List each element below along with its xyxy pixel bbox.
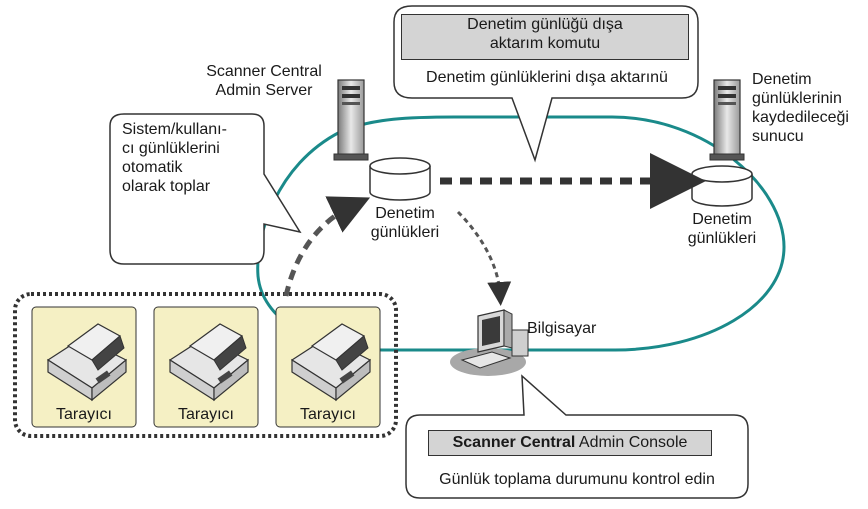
- remote-logs-database-icon: [691, 165, 753, 207]
- server-logs-database-icon: [369, 157, 431, 201]
- export-callout-text: Denetim günlüklerini dışa aktarınü: [426, 69, 668, 86]
- admin-server-icon: [333, 79, 369, 161]
- server-logs-label-line2: günlükleri: [370, 224, 440, 241]
- remote-logs-label-line1: Denetim: [692, 211, 752, 228]
- collect-line-2: cı günlüklerini: [122, 140, 220, 157]
- export-command-box: Denetim günlüğü dışa aktarım komutu: [401, 14, 689, 60]
- admin-server-label-line2: Admin Server: [215, 82, 313, 99]
- console-callout-text: Günlük toplama durumunu kontrol edin: [439, 471, 715, 488]
- admin-console-suffix: Admin Console: [575, 434, 688, 451]
- scanner-device-icon: [168, 323, 250, 402]
- log-server-label-line4: sunucu: [752, 128, 804, 145]
- monitor-arrow: [456, 210, 512, 306]
- scanner-label-2: Tarayıcı: [177, 406, 234, 423]
- export-command-line2: aktarım komutu: [489, 35, 601, 52]
- log-server-label: Denetim günlüklerinin kaydedileceği sunu…: [752, 70, 849, 146]
- admin-console-box: Scanner Central Admin Console: [428, 430, 712, 456]
- remote-logs-label: Denetim günlükleri: [676, 210, 768, 248]
- scanner-group-border: [13, 292, 398, 438]
- log-server-label-line1: Denetim: [752, 71, 812, 88]
- collect-line-1: Sistem/kullanı-: [122, 121, 227, 138]
- remote-logs-label-line2: günlükleri: [687, 230, 757, 247]
- server-logs-label-line1: Denetim: [375, 205, 435, 222]
- log-server-label-line3: kaydedileceği: [752, 109, 849, 126]
- computer-icon: [450, 309, 529, 376]
- scanner-label-1: Tarayıcı: [55, 406, 112, 423]
- scanner-device-icon: [46, 323, 128, 402]
- collect-callout-bubble: [109, 113, 302, 265]
- scanner-label-3: Tarayıcı: [299, 406, 356, 423]
- admin-console-name: Scanner Central: [452, 434, 576, 451]
- admin-server-label: Scanner Central Admin Server: [198, 62, 330, 100]
- scanner-device-icon: [290, 323, 372, 402]
- collect-callout-text: Sistem/kullanı- cı günlüklerini otomatik…: [122, 120, 227, 196]
- export-command-line1: Denetim günlüğü dışa: [467, 16, 623, 33]
- computer-label: Bilgisayar: [527, 320, 597, 337]
- log-server-label-line2: günlüklerinin: [752, 90, 842, 107]
- server-logs-label: Denetim günlükleri: [360, 204, 450, 242]
- collect-arrow: [283, 196, 371, 297]
- admin-server-label-line1: Scanner Central: [206, 63, 322, 80]
- log-server-icon: [709, 79, 745, 161]
- collect-line-3: otomatik: [122, 159, 183, 176]
- collect-line-4: olarak toplar: [122, 178, 211, 195]
